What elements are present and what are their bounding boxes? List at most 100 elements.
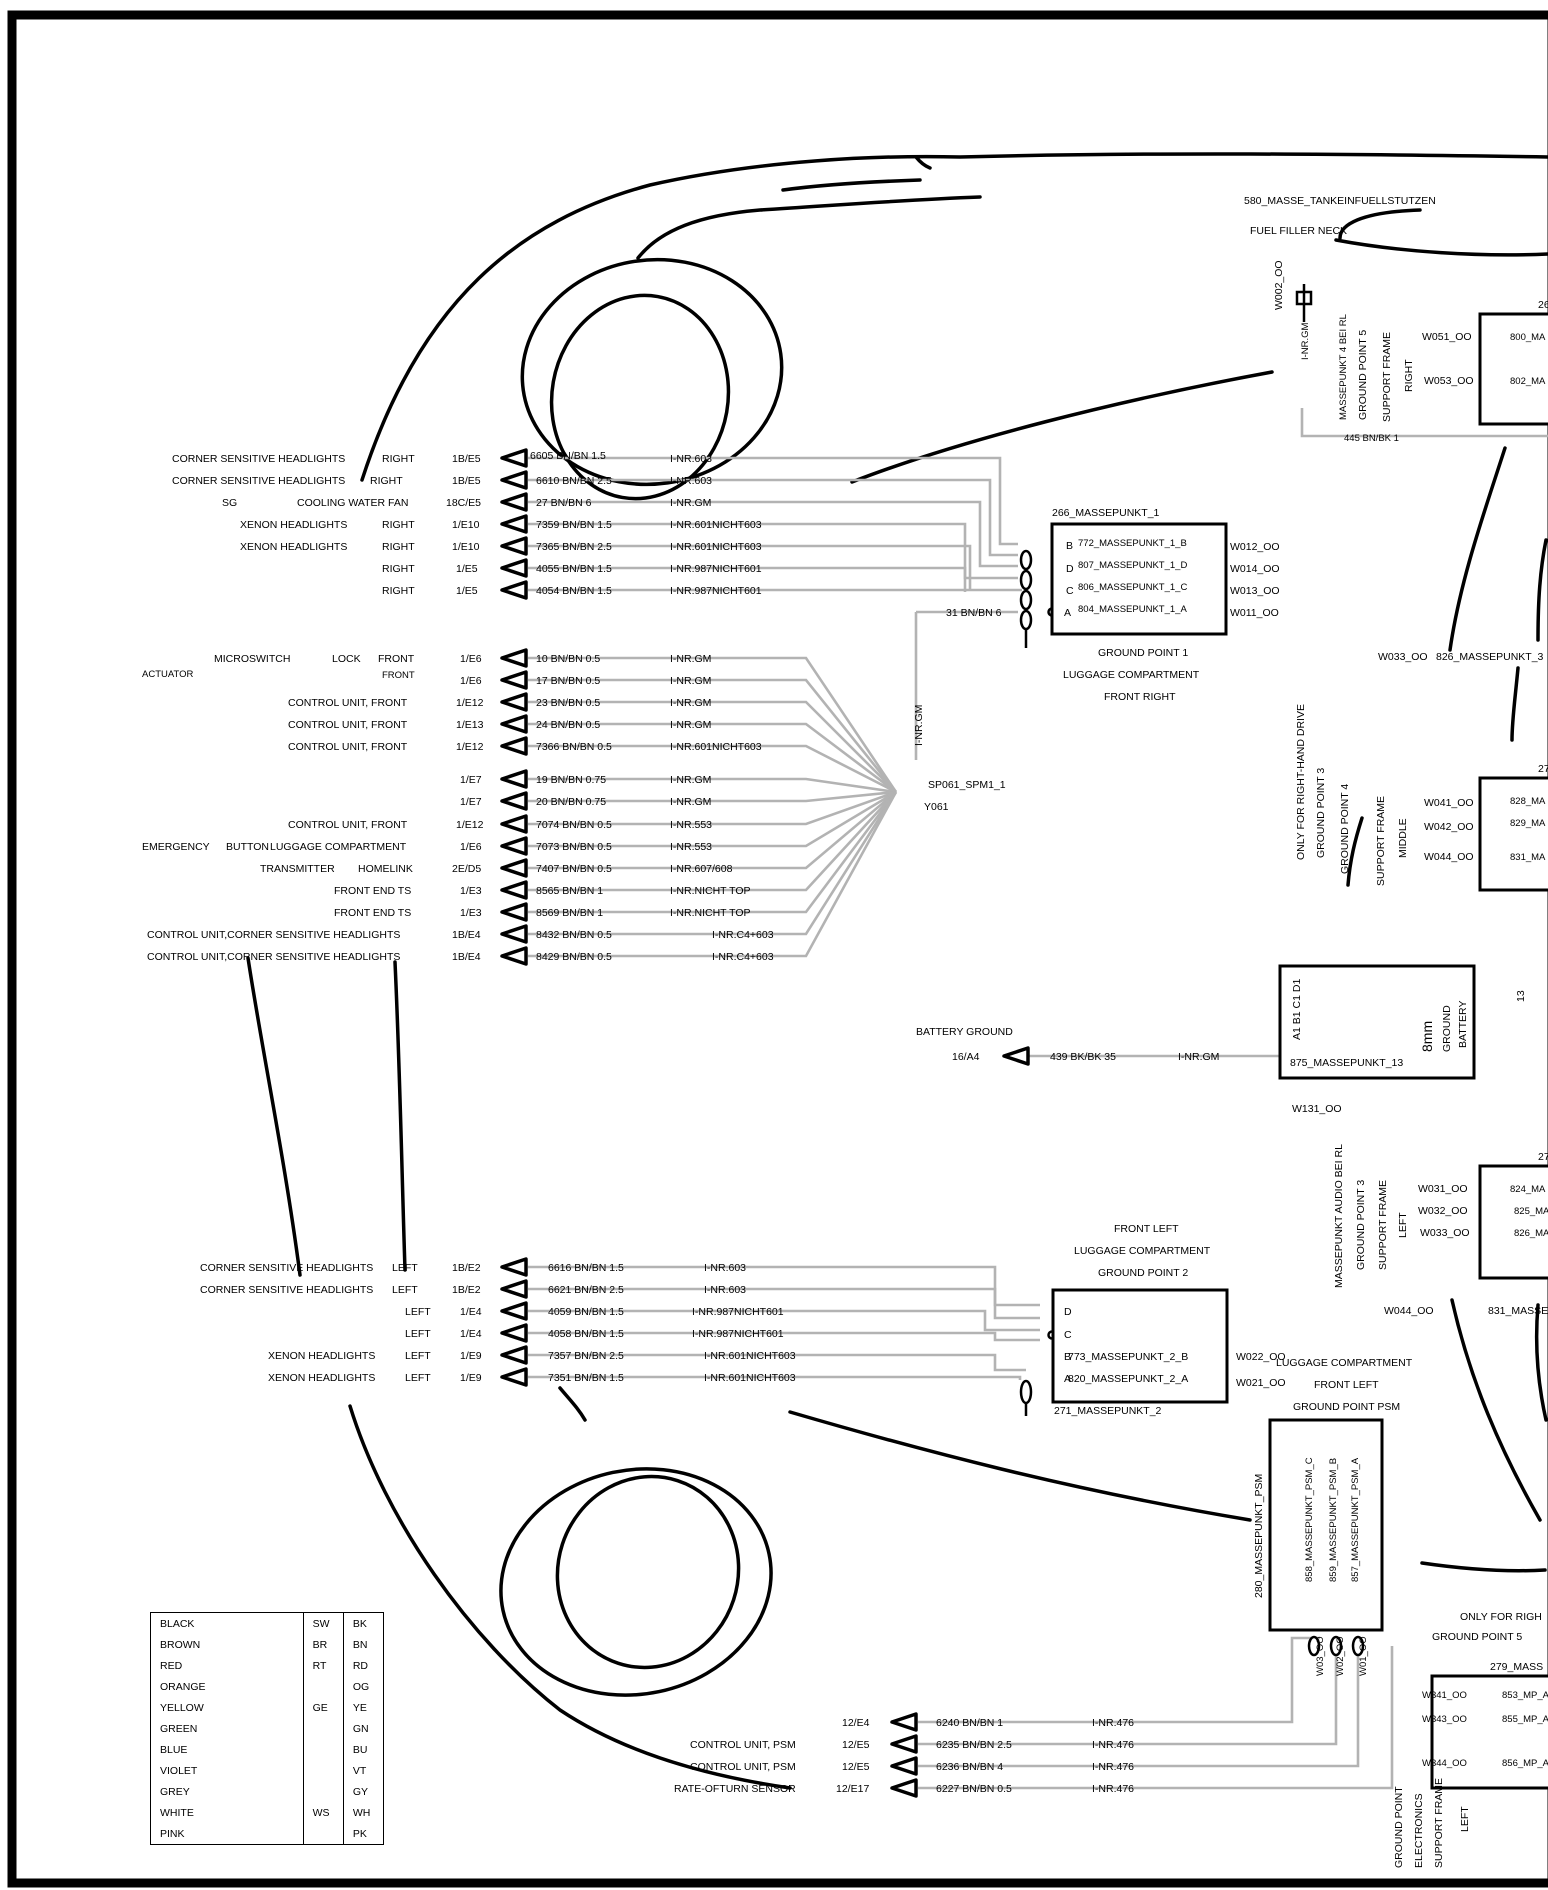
row-inr: I-NR.GM (670, 653, 711, 665)
battery-ground: BATTERY GROUND 16/A4 439 BK/BK 35 I-NR.G… (916, 979, 1527, 1115)
row-pin: 12/E17 (836, 1783, 869, 1795)
psm-w: W02_OO (1335, 1636, 1346, 1676)
row-desc: CORNER SENSITIVE HEADLIGHTS (200, 1262, 373, 1274)
fuel-w: W002_OO (1273, 260, 1285, 310)
row-label2: BUTTON (226, 841, 269, 853)
gp4-v: GROUND POINT 3 (1315, 768, 1327, 858)
gp3-v: SUPPORT FRAME (1377, 1180, 1389, 1270)
gp2-label: FRONT LEFT (1114, 1223, 1179, 1235)
gp5b-v: ELECTRONICS (1413, 1793, 1425, 1868)
gp5-v: GROUND POINT 5 (1357, 330, 1369, 420)
ground-point-5-right: MASSEPUNKT 4 BEI RL GROUND POINT 5 SUPPO… (1338, 299, 1548, 422)
row-wire: 6605 BN/BN 1.5 (530, 450, 606, 462)
gp2-label: LUGGAGE COMPARTMENT (1074, 1245, 1211, 1257)
battery-w: W131_OO (1292, 1103, 1342, 1115)
row-side: RIGHT (382, 563, 415, 575)
row-label: TRANSMITTER (260, 863, 335, 875)
psm-pin: 858_MASSEPUNKT_PSM_C (1304, 1457, 1315, 1582)
psm-w: W03_OO (1315, 1636, 1326, 1676)
gp5-v: SUPPORT FRAME (1381, 332, 1393, 422)
gp5b-v: SUPPORT FRAME (1433, 1778, 1445, 1868)
splice-name: SP061_SPM1_1 (928, 779, 1006, 791)
ground-point-4-middle: W033_OO 826_MASSEPUNKT_3 ONLY FOR RIGHT-… (1295, 651, 1548, 886)
car-outline (246, 152, 1548, 1790)
row-inr: I-NR.601NICHT603 (704, 1350, 796, 1362)
battery-inr: I-NR.GM (1178, 1051, 1219, 1063)
gp5b-pin: 856_MP_A (1502, 1758, 1548, 1769)
row-pin: 1/E12 (456, 741, 484, 753)
row-desc: CONTROL UNIT, PSM (690, 1739, 796, 1751)
row-pin: 1B/E5 (452, 475, 481, 487)
row-desc: SG (222, 497, 237, 509)
row-desc: XENON HEADLIGHTS (268, 1350, 375, 1362)
row-wire: 4059 BN/BN 1.5 (548, 1306, 624, 1318)
gp2-letter: D (1064, 1306, 1072, 1318)
gp4-v: ONLY FOR RIGHT-HAND DRIVE (1295, 704, 1307, 860)
gp2-pin: 820_MASSEPUNKT_2_A (1068, 1373, 1188, 1385)
left-connectors (500, 1257, 528, 1387)
fuel-inr: I-NR.GM (1300, 322, 1311, 360)
row-wire: 7357 BN/BN 2.5 (548, 1350, 624, 1362)
row-side: RIGHT (382, 453, 415, 465)
fuel-wire: 445 BN/BK 1 (1344, 433, 1399, 444)
gp5b-label: GROUND POINT 5 (1432, 1631, 1522, 1643)
gp3-out: W032_OO (1418, 1205, 1468, 1217)
gp3-pin: 824_MA (1510, 1184, 1546, 1195)
row-side: COOLING WATER FAN (297, 497, 408, 509)
row-side: LEFT (392, 1284, 418, 1296)
component-boxes (1050, 312, 1548, 1790)
row-pin: 1/E10 (452, 519, 480, 531)
row-desc: CORNER SENSITIVE HEADLIGHTS (172, 453, 345, 465)
row-label: CONTROL UNIT,CORNER SENSITIVE HEADLIGHTS (147, 951, 400, 963)
row-inr: I-NR.603 (704, 1262, 746, 1274)
row-side: RIGHT (382, 519, 415, 531)
row-side: LEFT (405, 1328, 431, 1340)
gp5b-v: LEFT (1459, 1806, 1471, 1832)
battery-v2: GROUND (1441, 1005, 1453, 1052)
gp4-pin: 829_MA (1510, 818, 1546, 829)
row-wire: 8569 BN/BN 1 (536, 907, 603, 919)
gp4-out: W041_OO (1424, 797, 1474, 809)
row-wire: 6621 BN/BN 2.5 (548, 1284, 624, 1296)
page-frame (7, 10, 1548, 1888)
ground-point-2: FRONT LEFT LUGGAGE COMPARTMENT GROUND PO… (1054, 1223, 1286, 1417)
row-desc: CORNER SENSITIVE HEADLIGHTS (200, 1284, 373, 1296)
gp4-m826: 826_MASSEPUNKT_3 (1436, 651, 1544, 663)
battery-pin: 16/A4 (952, 1051, 980, 1063)
gp3-v: GROUND POINT 3 (1355, 1180, 1367, 1270)
row-wire: 7351 BN/BN 1.5 (548, 1372, 624, 1384)
gp2-pin: 773_MASSEPUNKT_2_B (1068, 1351, 1188, 1363)
row-pin: 1/E6 (460, 841, 482, 853)
row-inr: I-NR.GM (670, 796, 711, 808)
row-pin: 1/E6 (460, 675, 482, 687)
row-pin: 1/E13 (456, 719, 484, 731)
splice-id: Y061 (924, 801, 949, 813)
gp5b-pin: 855_MP_A (1502, 1714, 1548, 1725)
front-connectors (500, 648, 528, 966)
ground-point-1: 266_MASSEPUNKT_1 B D C A 772_MASSEPUNKT_… (946, 507, 1280, 703)
ground-point-3-left: MASSEPUNKT AUDIO BEI RL GROUND POINT 3 S… (1333, 1144, 1548, 1317)
row-inr: I-NR.601NICHT603 (670, 541, 762, 553)
row-wire: 7407 BN/BN 0.5 (536, 863, 612, 875)
gp1-out: W014_OO (1230, 563, 1280, 575)
right-headlight-rows: CORNER SENSITIVE HEADLIGHTS RIGHT 1B/E5 … (172, 450, 762, 597)
ground-lugs (1019, 284, 1365, 1657)
row-pin: 1B/E2 (452, 1262, 481, 1274)
row-desc: XENON HEADLIGHTS (240, 519, 347, 531)
row-pin: 1/E4 (460, 1306, 482, 1318)
row-wire: 17 BN/BN 0.5 (536, 675, 600, 687)
gp5-top: 26 (1538, 299, 1548, 311)
row-desc: XENON HEADLIGHTS (268, 1372, 375, 1384)
row-label3: FRONT (378, 653, 415, 665)
row-inr: I-NR.603 (670, 453, 712, 465)
gp3-top: 27 (1538, 1151, 1548, 1163)
gp2-letter: B (1064, 1351, 1071, 1363)
gp2-out: W022_OO (1236, 1351, 1286, 1363)
row-label: MICROSWITCH (214, 653, 290, 665)
gp5-pin: 800_MA (1510, 332, 1546, 343)
row-desc: XENON HEADLIGHTS (240, 541, 347, 553)
psm-label: GROUND POINT PSM (1293, 1401, 1400, 1413)
row-inr: I-NR.GM (670, 497, 711, 509)
